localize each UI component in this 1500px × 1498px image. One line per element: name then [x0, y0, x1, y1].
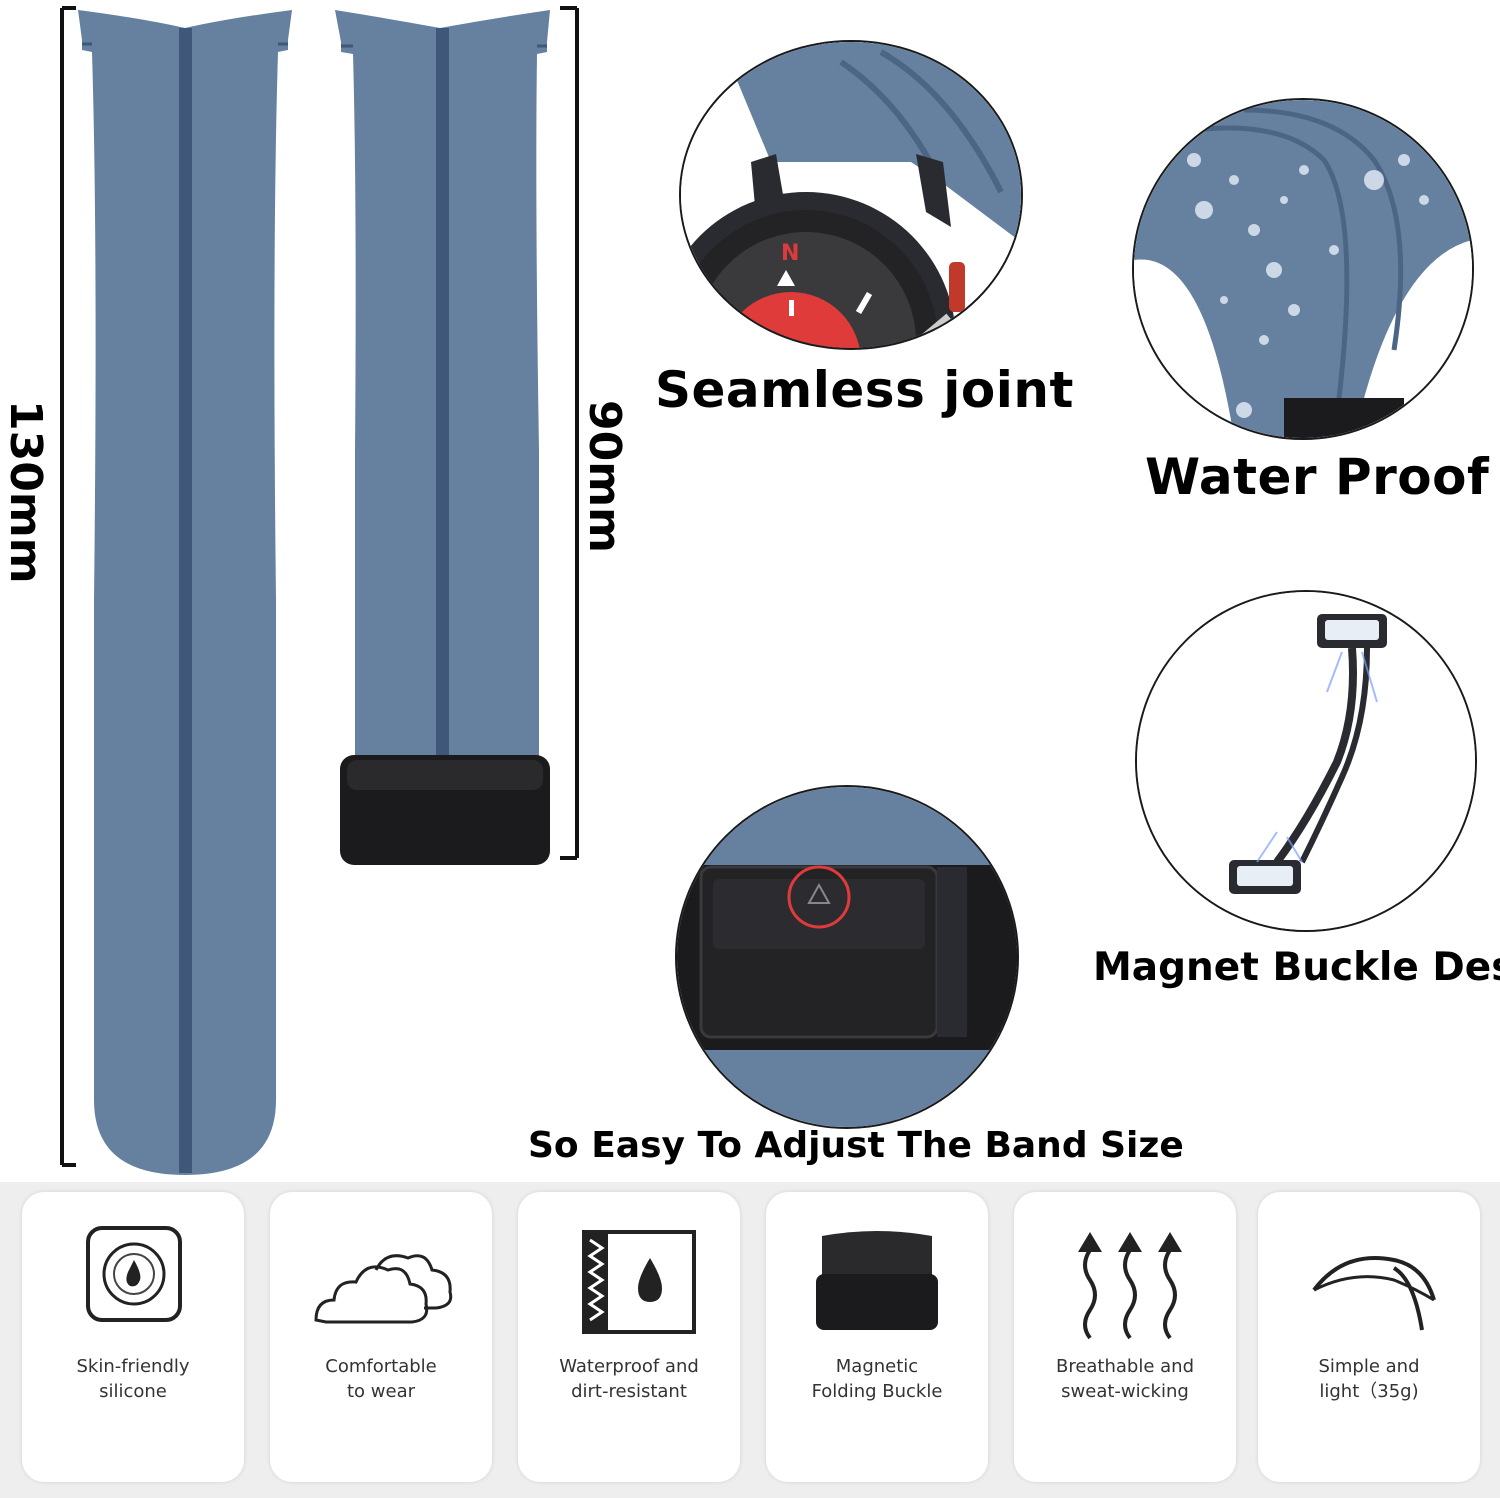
magnet-buckle-image — [1135, 590, 1477, 932]
short-strap — [335, 6, 579, 865]
adjust-band-label: So Easy To Adjust The Band Size — [528, 1125, 1184, 1166]
waterproof-icon — [582, 1230, 696, 1334]
dimension-130mm: 130mm — [0, 400, 51, 584]
long-strap — [60, 6, 292, 1175]
feature-card-light: Simple and light（35g) — [1258, 1192, 1480, 1482]
feature-card-magnetic-buckle: Magnetic Folding Buckle — [766, 1192, 988, 1482]
seamless-joint-label: Seamless joint — [655, 361, 1074, 419]
water-proof-image — [1132, 98, 1474, 440]
water-proof-label: Water Proof — [1145, 448, 1490, 506]
feature-label-line2: dirt-resistant — [571, 1381, 687, 1402]
feature-label-line1: Waterproof and — [559, 1356, 699, 1377]
feature-label-line2: Folding Buckle — [811, 1381, 943, 1402]
feature-label-line1: Skin-friendly — [76, 1356, 190, 1377]
breathable-icon — [1078, 1232, 1182, 1340]
feature-label-line1: Breathable and — [1055, 1356, 1195, 1377]
feature-label-line2: light（35g) — [1319, 1381, 1419, 1402]
magnet-buckle-label: Magnet Buckle Desig — [1093, 945, 1500, 990]
feature-label-line1: Simple and — [1318, 1356, 1420, 1377]
feature-label-line1: Magnetic — [835, 1356, 919, 1377]
feature-card-waterproof: Waterproof and dirt-resistant — [518, 1192, 740, 1482]
buckle-icon — [816, 1231, 938, 1330]
feature-label-line2: silicone — [99, 1381, 167, 1402]
shield-drop-icon — [86, 1226, 182, 1322]
features-strip — [0, 1182, 1500, 1498]
feature-card-breathable: Breathable and sweat-wicking — [1014, 1192, 1236, 1482]
leaf-icon — [1312, 1256, 1436, 1331]
feature-label-line2: sweat-wicking — [1061, 1381, 1189, 1402]
feature-label-line1: Comfortable — [325, 1356, 437, 1377]
seamless-joint-image: N — [679, 40, 1023, 350]
dimension-90mm: 90mm — [579, 400, 630, 553]
svg-text:N: N — [781, 241, 799, 266]
clouds-icon — [314, 1254, 453, 1324]
feature-label-line2: to wear — [346, 1381, 416, 1402]
feature-card-skin-friendly: Skin-friendly silicone — [22, 1192, 244, 1482]
feature-card-comfortable: Comfortable to wear — [270, 1192, 492, 1482]
adjust-band-image — [675, 785, 1019, 1129]
